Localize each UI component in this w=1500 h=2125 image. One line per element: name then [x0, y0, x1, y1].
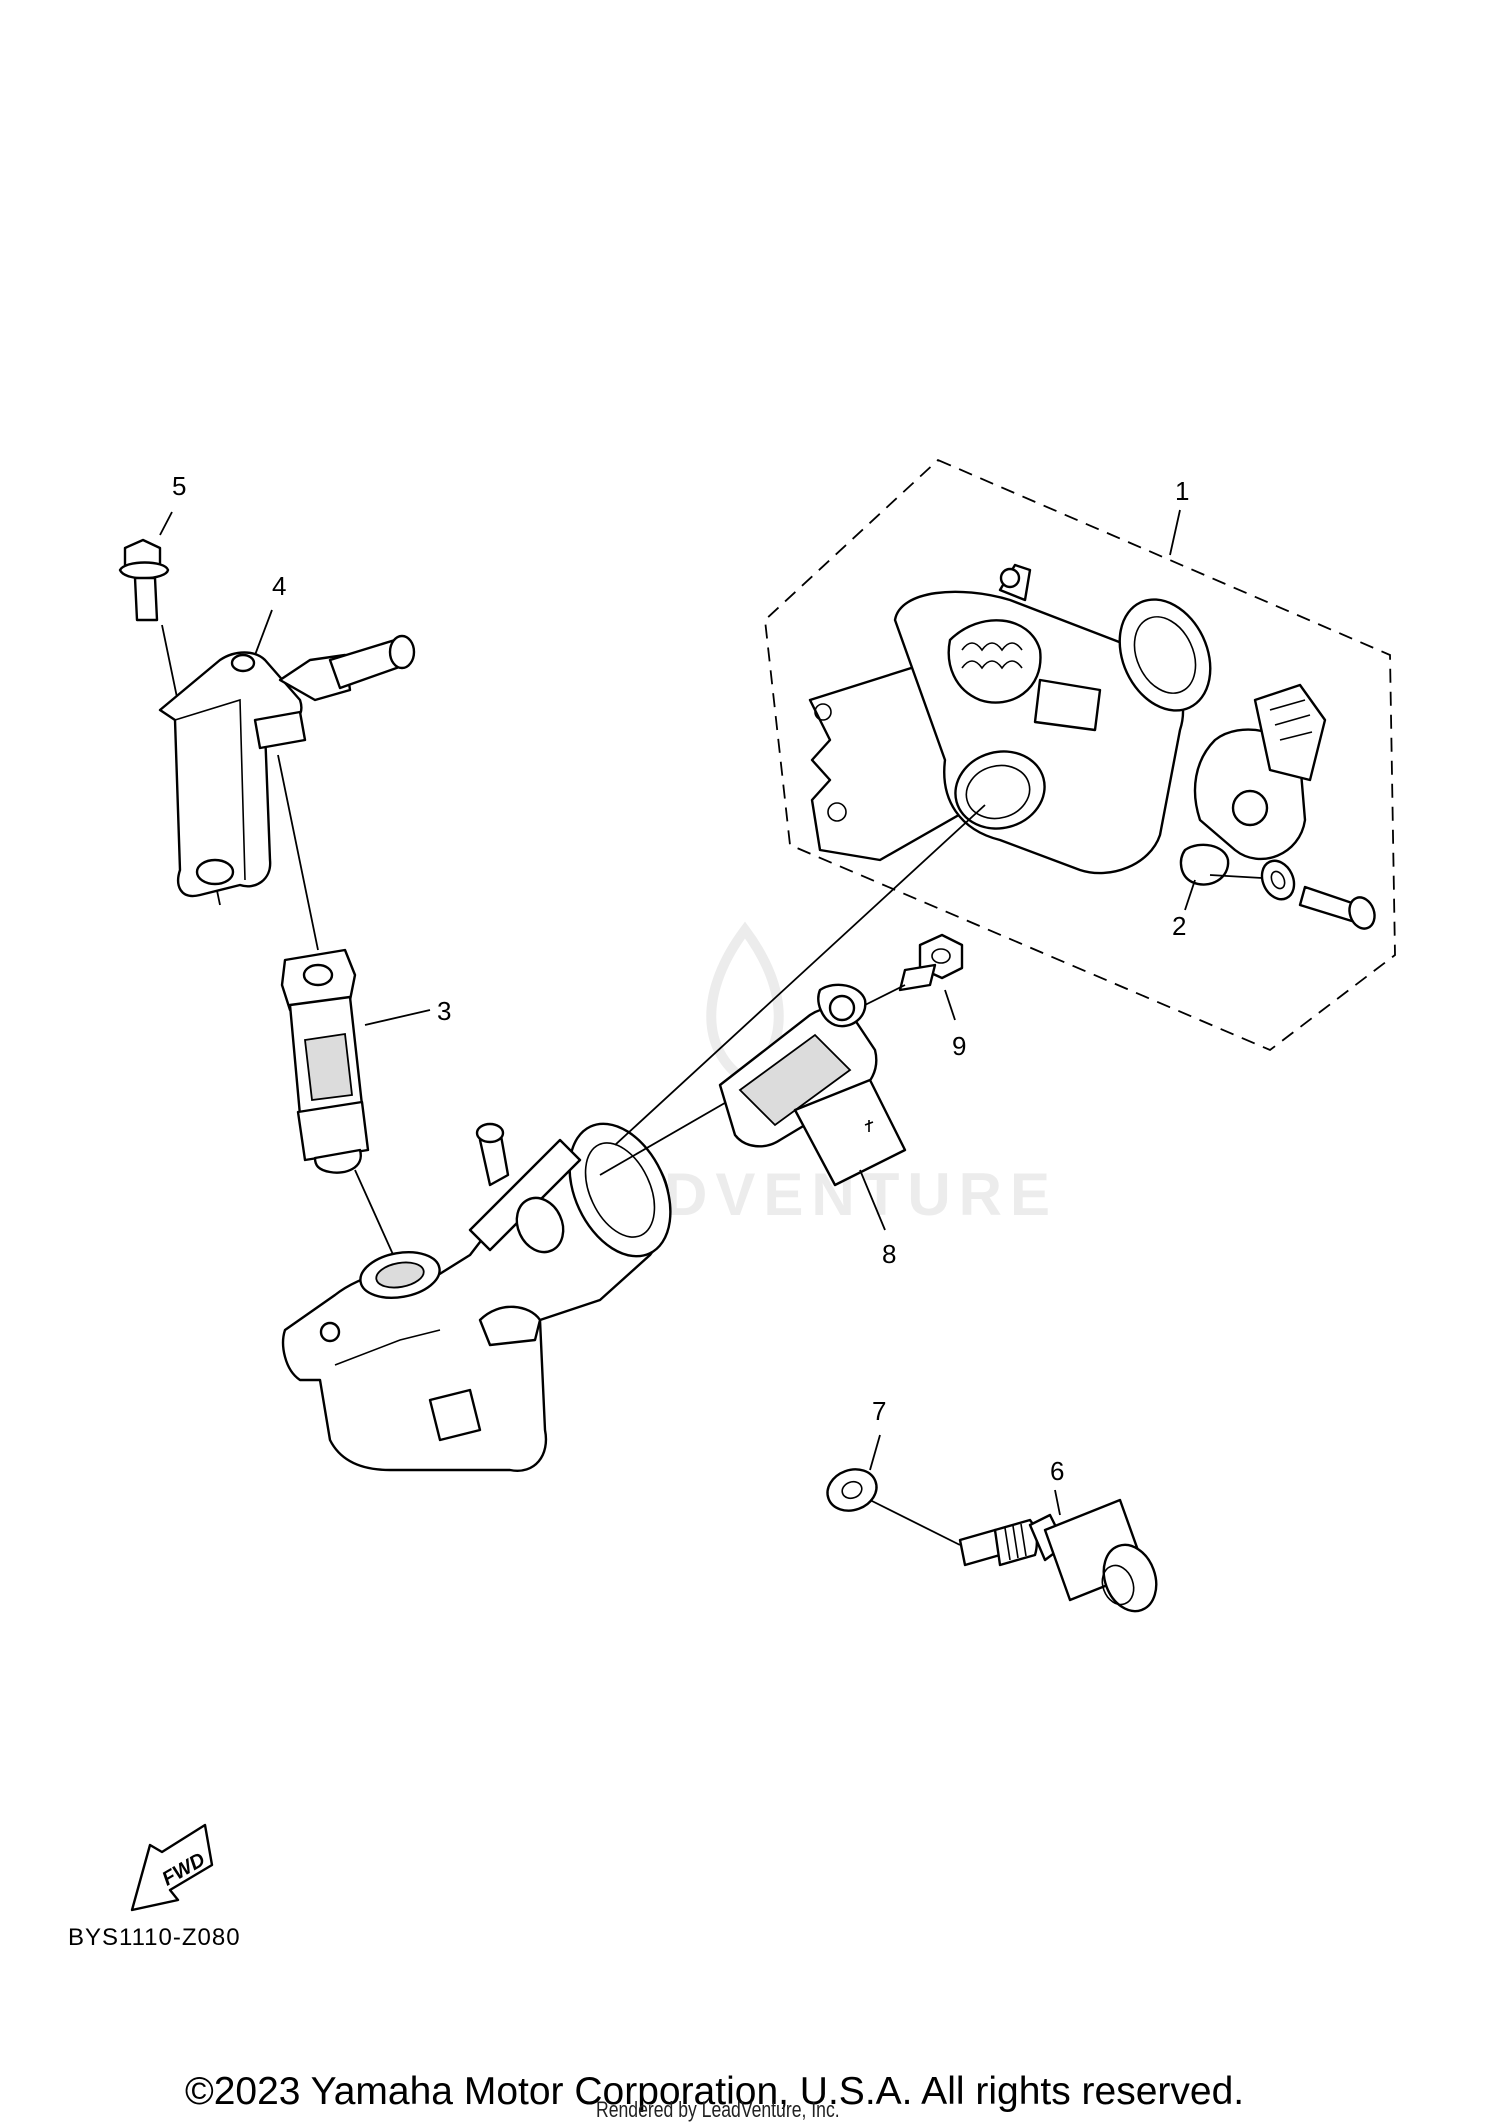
leader-1: [1169, 509, 1181, 556]
leader-5: [159, 511, 173, 536]
leader-4-path: [277, 754, 319, 951]
callout-9: 9: [952, 1031, 966, 1061]
leader-2a: [1209, 874, 1263, 879]
fuel-injector-icon[interactable]: [280, 948, 370, 1174]
leader-7-path: [869, 1499, 961, 1546]
callout-6: 6: [1050, 1456, 1064, 1486]
rendered-by-credit: Rendered by LeadVenture, Inc.: [596, 2097, 840, 2122]
alignment-line-2: [599, 1099, 731, 1176]
alignment-line-1: [614, 804, 986, 1146]
sensor-screw-icon[interactable]: [1256, 856, 1379, 933]
callout-3: 3: [437, 996, 451, 1026]
callout-8: 8: [882, 1239, 896, 1269]
intake-housing-icon: [281, 1122, 672, 1472]
leader-3: [364, 1009, 431, 1026]
assembly-boundary: [764, 458, 1396, 1052]
flange-bolt-icon[interactable]: [118, 538, 170, 622]
leader-9: [944, 989, 956, 1021]
callout-4: 4: [272, 571, 286, 601]
leader-8: [859, 1169, 886, 1231]
copyright-notice: ©2023 Yamaha Motor Corporation, U.S.A. A…: [185, 2070, 1245, 2113]
leader-6: [1054, 1489, 1061, 1516]
leader-4: [254, 609, 273, 656]
diagram-code: BYS1110-Z080: [68, 1924, 241, 1951]
callout-1: 1: [1175, 476, 1189, 506]
bolt-icon[interactable]: [898, 933, 964, 992]
pressure-sensor-icon[interactable]: [718, 983, 907, 1187]
callout-2: 2: [1172, 911, 1186, 941]
fwd-arrow-icon: FWD: [130, 1823, 214, 1912]
callout-7: 7: [872, 1396, 886, 1426]
temperature-sensor-icon[interactable]: [958, 1498, 1165, 1619]
callout-5: 5: [172, 471, 186, 501]
leader-7: [869, 1434, 881, 1471]
leader-2: [1184, 879, 1196, 911]
injector-bracket-hose-icon[interactable]: [158, 634, 416, 898]
washer-icon[interactable]: [822, 1463, 883, 1518]
throttle-body-assembly-icon[interactable]: [808, 563, 1327, 886]
leader-9-path: [864, 984, 906, 1006]
